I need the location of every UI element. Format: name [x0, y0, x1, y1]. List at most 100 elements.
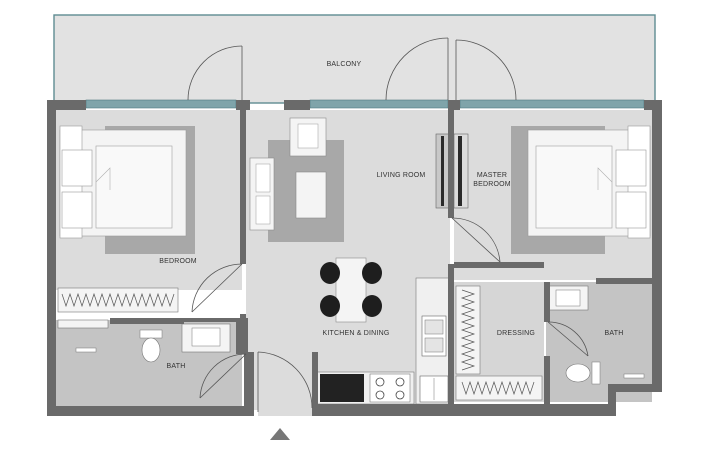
kitchen	[315, 277, 453, 405]
glazing	[85, 99, 645, 109]
label-master-bedroom-2: BEDROOM	[473, 181, 511, 188]
wall-top-living	[284, 100, 310, 110]
left-shower-head	[75, 347, 97, 353]
wardrobe-body	[57, 287, 179, 313]
dressing-wardrobe-horizontal	[455, 375, 543, 401]
dining-table	[335, 257, 367, 323]
label-master-bedroom-1: MASTER	[477, 172, 507, 179]
dining-chair-4	[362, 295, 382, 317]
hob	[369, 373, 411, 403]
room-labels: BALCONY LIVING ROOM MASTER BEDROOM BEDRO…	[159, 61, 623, 370]
wall-master-bottom	[454, 262, 544, 268]
entrance-door-swing	[257, 351, 313, 409]
bedroom-duvet	[95, 145, 173, 229]
right-basin	[555, 289, 581, 307]
wall-dressing-bath	[544, 282, 550, 322]
bedroom-duvet-fold	[95, 167, 111, 190]
bedroom-pillow-1	[61, 149, 93, 187]
bath-right-door-swing	[547, 321, 589, 357]
wall-left	[47, 100, 56, 416]
bath-right-fixtures	[547, 285, 645, 385]
window-living	[309, 99, 449, 109]
master-duvet	[535, 145, 613, 229]
right-toilet-tank	[591, 361, 601, 385]
bedroom-door-swing	[191, 263, 243, 313]
bedroom-desk	[57, 319, 109, 329]
bedroom-pillow-2	[61, 191, 93, 229]
dining-chair-2	[362, 262, 382, 284]
balcony-door-left-swing	[187, 45, 243, 101]
balcony-floor	[53, 14, 656, 104]
tv-screen-right	[458, 136, 462, 206]
balcony-door-mid-swing-2	[455, 39, 517, 101]
label-bath-left: BATH	[167, 363, 186, 370]
bath-left-door-swing	[199, 353, 247, 399]
hob-burner-1	[375, 377, 385, 387]
entrance-arrow-icon	[270, 428, 290, 440]
wall-master-bottom-right	[596, 278, 652, 284]
sink-bowl-1	[424, 319, 444, 335]
balcony-door-mid-swing-1	[385, 37, 449, 101]
walls	[47, 100, 662, 416]
living-furniture	[249, 117, 344, 242]
dining-chair-3	[320, 295, 340, 317]
label-bath-right: BATH	[605, 330, 624, 337]
sofa-cushion-2	[255, 195, 271, 225]
label-living-room: LIVING ROOM	[377, 172, 426, 179]
oven	[320, 374, 364, 402]
left-basin	[191, 327, 221, 347]
wall-entry-right	[312, 352, 318, 416]
window-bedroom	[85, 99, 237, 109]
wall-bedroom-living	[240, 110, 246, 264]
coffee-table	[295, 171, 327, 219]
wall-right	[652, 100, 662, 390]
dressing-wardrobes	[455, 285, 543, 401]
master-duvet-fold	[597, 167, 613, 190]
wall-bottom-left	[47, 406, 249, 416]
bedroom-door-leaf	[191, 263, 243, 313]
hob-burner-2	[395, 377, 405, 387]
label-bedroom: BEDROOM	[159, 258, 197, 265]
left-toilet-tank	[139, 329, 163, 339]
wardrobe-hangers	[61, 292, 175, 308]
doors	[187, 37, 589, 412]
left-toilet-bowl	[141, 337, 161, 363]
master-pillow-1	[615, 149, 647, 187]
master-door-swing	[451, 217, 501, 263]
master-pillow-2	[615, 191, 647, 229]
wall-bath-left-door	[236, 318, 248, 354]
wall-top-mid	[236, 100, 250, 110]
bath-left-fixtures	[75, 323, 231, 363]
hob-burner-4	[395, 390, 405, 400]
right-toilet-bowl	[565, 363, 591, 383]
bath-right-door-leaf	[547, 321, 589, 357]
dressing-wardrobe-vertical	[455, 285, 481, 375]
wall-bedroom-bath	[110, 318, 184, 324]
wall-bath-left-top	[182, 318, 244, 322]
wall-dressing-bath-lower	[544, 356, 550, 404]
label-dressing: DRESSING	[497, 330, 535, 337]
wall-top-left	[47, 100, 86, 110]
wall-right-step-vertical	[608, 384, 616, 416]
dining-chair-1	[320, 262, 340, 284]
label-balcony: BALCONY	[327, 61, 362, 68]
tv-screen-left	[441, 136, 444, 206]
armchair-seat	[297, 123, 319, 149]
wall-entry-left	[244, 352, 254, 416]
hob-burner-3	[375, 390, 385, 400]
bedroom-bed	[59, 125, 195, 254]
dressing-hangers-vertical	[460, 289, 476, 371]
right-shower-head	[623, 373, 645, 379]
master-door-leaf	[451, 217, 501, 263]
wall-right-step	[610, 384, 662, 392]
dining-set	[320, 257, 382, 323]
entry-floor	[258, 350, 314, 416]
wall-bottom-right	[312, 404, 616, 416]
master-bed	[511, 125, 651, 254]
bedroom-wardrobe	[57, 287, 179, 329]
wall-kitchen-left	[448, 264, 454, 404]
window-master	[459, 99, 645, 109]
sink-bowl-2	[424, 337, 444, 353]
wall-top-mid-right	[448, 100, 460, 110]
